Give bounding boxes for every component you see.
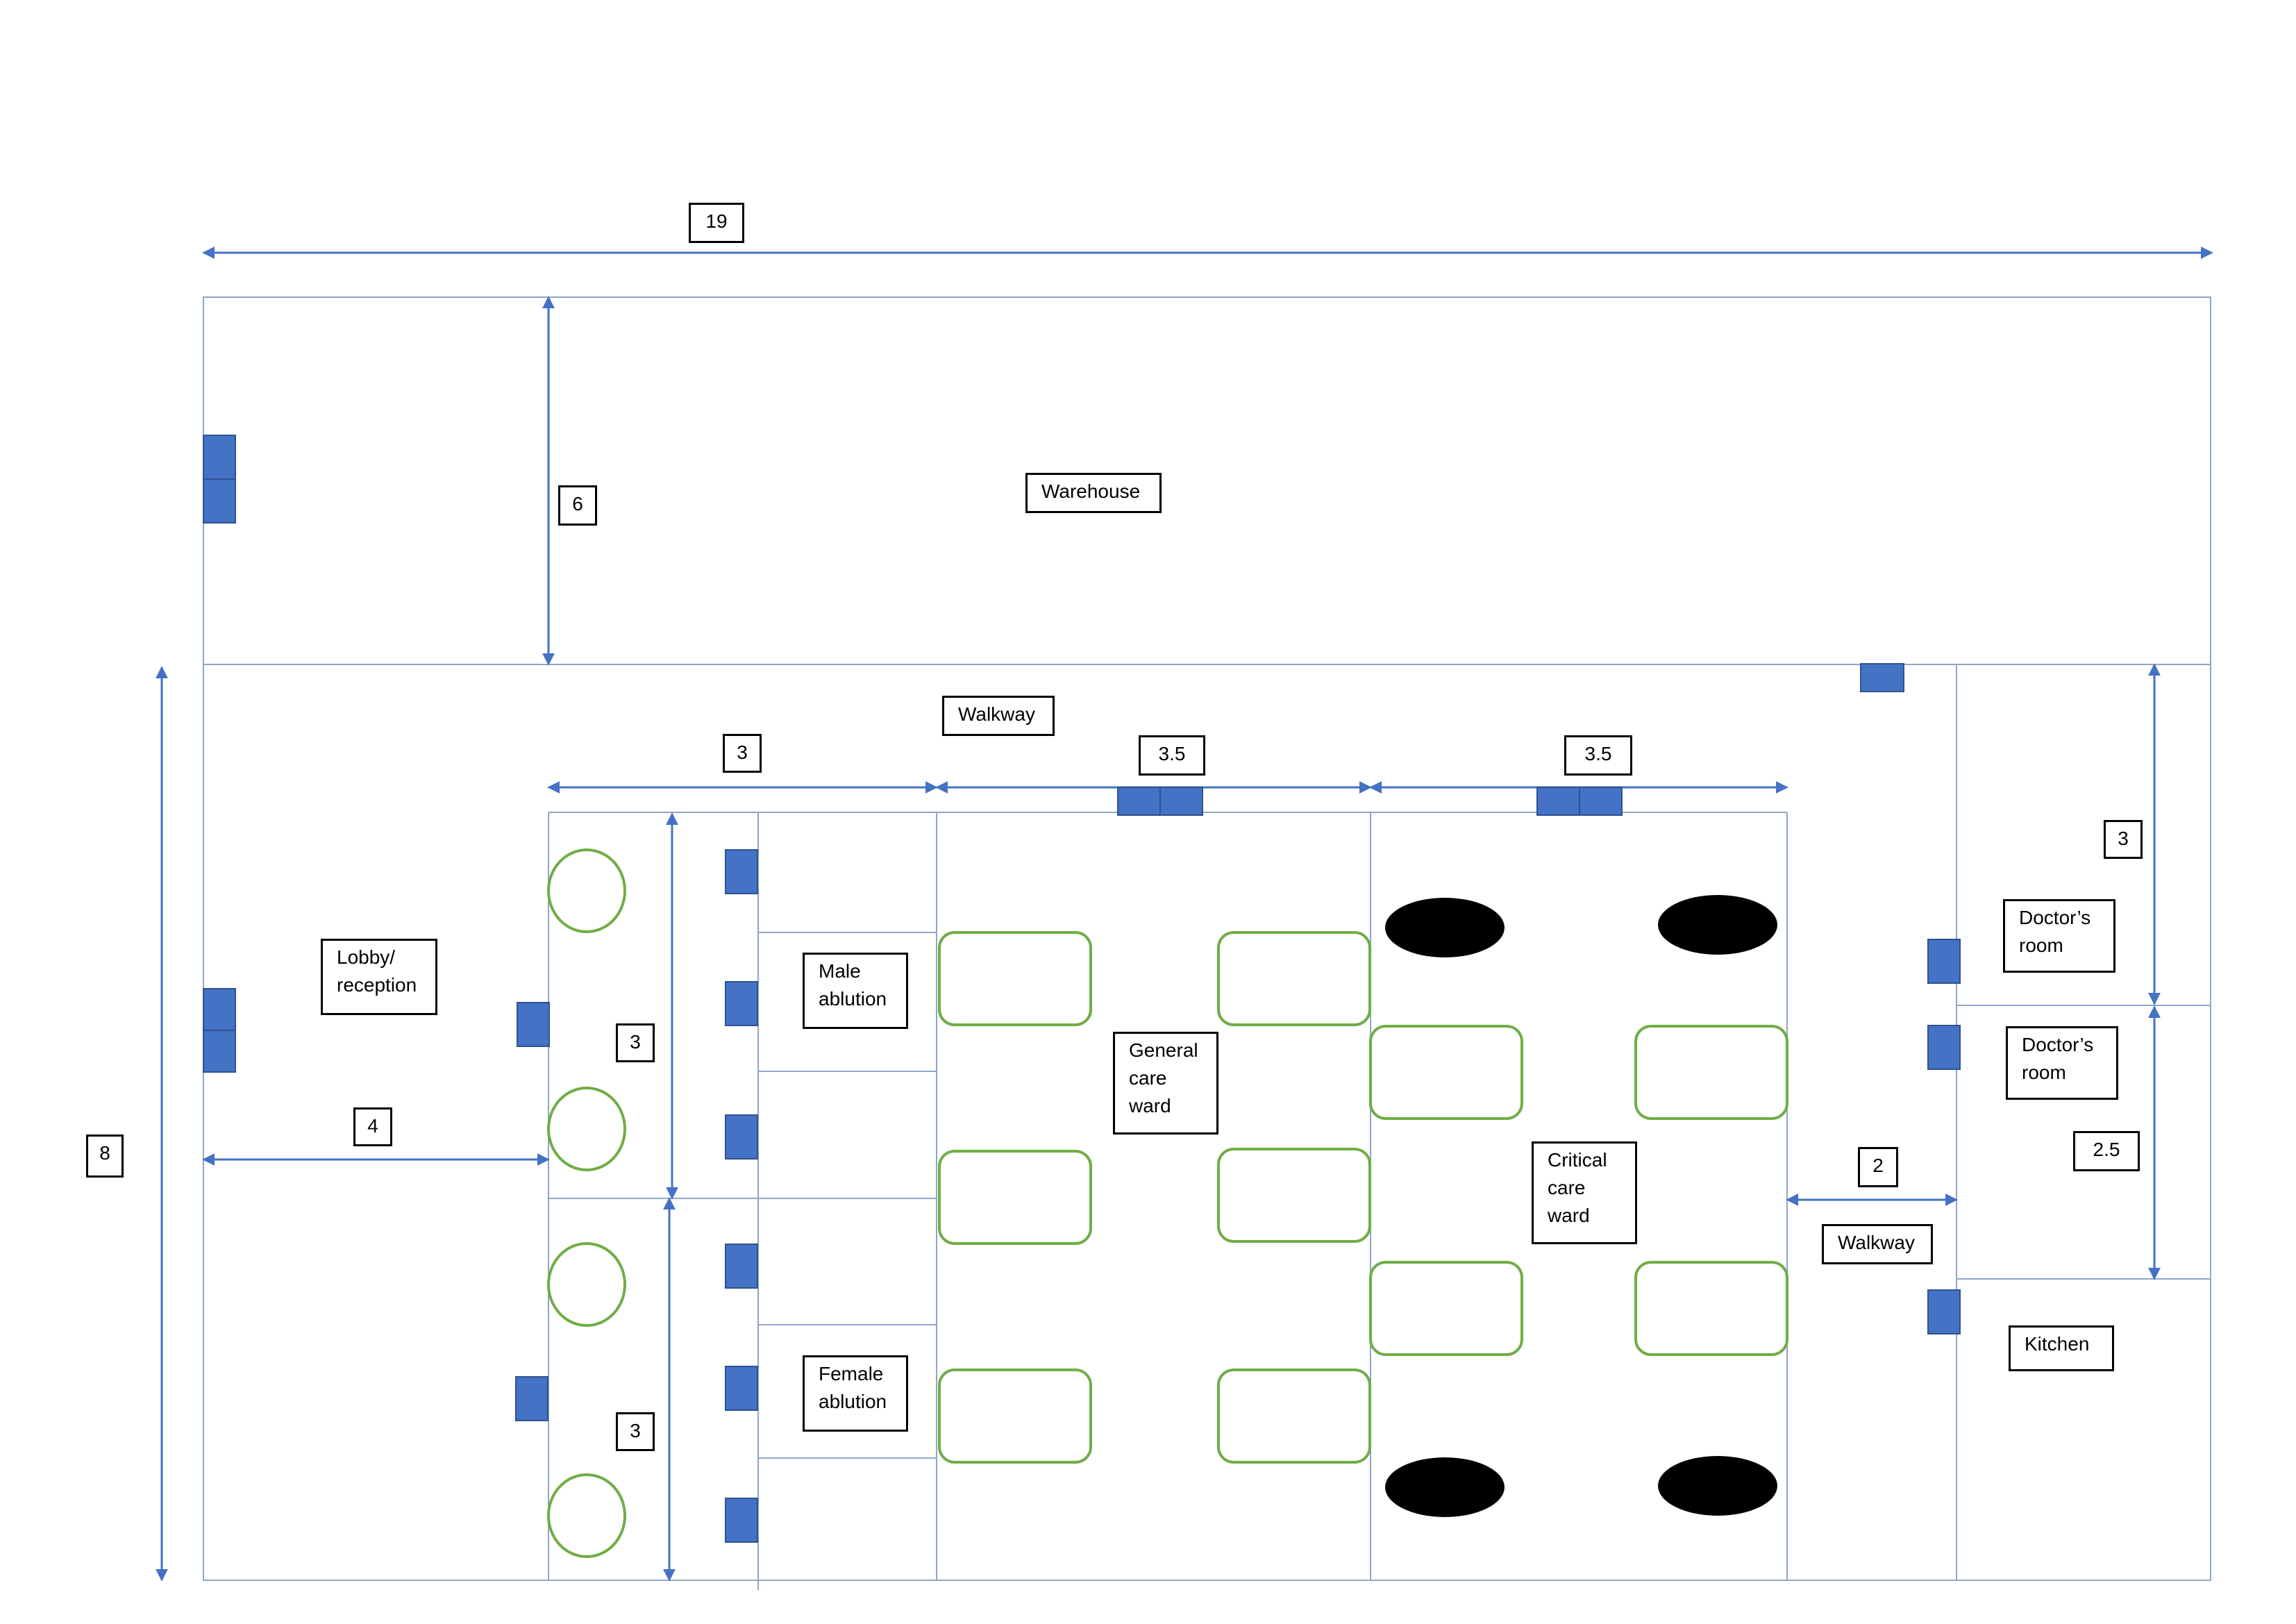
dimension-general-width: 3.5 (1139, 735, 1205, 776)
dimension-female-depth: 3 (616, 1412, 655, 1451)
icu-beds (1385, 895, 1777, 1517)
critical-care-ward-label: Critical care ward (1532, 1141, 1637, 1244)
dimension-total-width: 19 (689, 203, 744, 243)
general-care-ward-label: General care ward (1113, 1032, 1218, 1135)
door (725, 1114, 758, 1160)
walkway-label: Walkway (942, 696, 1055, 736)
bed (1369, 1261, 1523, 1356)
door (1536, 787, 1580, 816)
door (1860, 663, 1904, 692)
toilet (547, 848, 626, 933)
dimension-total-depth: 8 (86, 1135, 124, 1178)
bed (1634, 1261, 1788, 1356)
door (725, 1498, 758, 1543)
door (1159, 787, 1203, 816)
doctors-room-label-2: Doctor’s room (2006, 1026, 2118, 1100)
door (725, 981, 758, 1026)
dimension-male-depth: 3 (616, 1023, 655, 1062)
bed (938, 1368, 1092, 1464)
male-ablution-label: Male ablution (803, 953, 908, 1029)
beds (938, 931, 1788, 1464)
door (725, 1366, 758, 1411)
side-walkway-label: Walkway (1822, 1224, 1933, 1264)
door (1927, 939, 1961, 984)
kitchen-label: Kitchen (2009, 1325, 2114, 1371)
door (1927, 1289, 1961, 1334)
toilet (547, 1087, 626, 1171)
door (725, 849, 758, 894)
bed (1217, 931, 1371, 1026)
door (1117, 787, 1161, 816)
lobby-reception-label: Lobby/ reception (321, 939, 437, 1015)
bed (1217, 1148, 1371, 1243)
door (203, 435, 236, 480)
door (203, 1030, 236, 1073)
door (203, 988, 236, 1031)
toilets (547, 848, 626, 1558)
bed (938, 931, 1092, 1026)
bed (1369, 1025, 1523, 1120)
icu-bed (1385, 1457, 1505, 1517)
icu-bed (1658, 1456, 1777, 1516)
door (725, 1244, 758, 1289)
doors (203, 435, 1961, 1543)
door (1927, 1025, 1961, 1070)
door (515, 1376, 548, 1421)
outer-wall (203, 296, 2211, 1581)
icu-bed (1658, 895, 1777, 955)
toilet (547, 1242, 626, 1327)
bed (938, 1150, 1092, 1245)
door (1579, 787, 1623, 816)
dimension-doctor-room-depth: 3 (2104, 820, 2143, 859)
warehouse-label: Warehouse (1025, 473, 1162, 513)
bed (1634, 1025, 1788, 1120)
door (517, 1002, 550, 1047)
bed (1217, 1368, 1371, 1464)
door (203, 478, 236, 524)
dimension-warehouse-depth: 6 (558, 485, 597, 526)
dimension-ablution-width: 3 (723, 734, 762, 773)
icu-bed (1385, 898, 1505, 957)
dimension-critical-width: 3.5 (1564, 735, 1632, 776)
toilet (547, 1473, 626, 1558)
female-ablution-label: Female ablution (803, 1355, 908, 1432)
dimension-side-walkway: 2 (1858, 1147, 1898, 1187)
dimension-doctor-room-2-depth: 2.5 (2073, 1131, 2140, 1171)
doctors-room-label-1: Doctor’s room (2003, 899, 2115, 973)
dimension-lobby-width: 4 (353, 1107, 392, 1146)
